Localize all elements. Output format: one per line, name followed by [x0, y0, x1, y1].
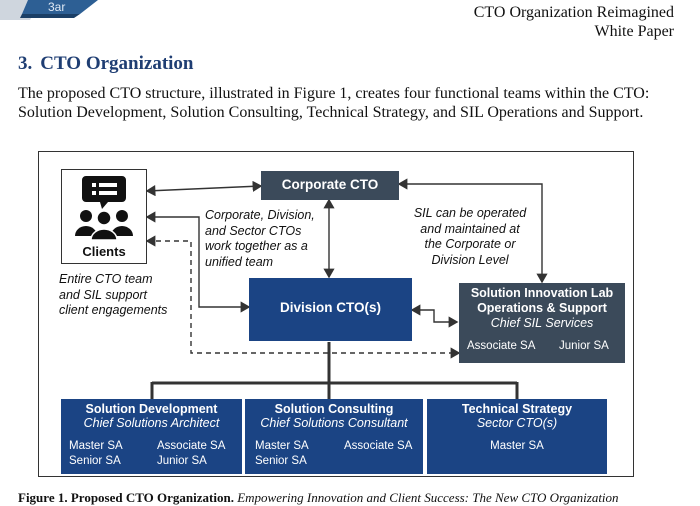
sil-role-junior-sa: Junior SA	[559, 340, 609, 352]
intro-paragraph: The proposed CTO structure, illustrated …	[18, 85, 650, 121]
org-chart-figure: Clients Corporate CTO Corporate, Divisio…	[38, 151, 634, 477]
section-title-text: CTO Organization	[40, 53, 194, 74]
team-title: Solution Development	[85, 402, 218, 416]
figure-caption: Figure 1. Proposed CTO Organization. Emp…	[18, 490, 700, 506]
document-header: CTO Organization Reimagined White Paper	[474, 3, 674, 41]
sil-operation-note: SIL can be operated and maintained at th…	[413, 206, 527, 267]
svg-text:3ar: 3ar	[48, 0, 65, 14]
unified-team-note: Corporate, Division, and Sector CTOs wor…	[205, 208, 315, 269]
section-heading: 3. CTO Organization	[18, 53, 194, 75]
team-role: Senior SA	[255, 455, 307, 467]
team-subtitle: Chief Solutions Consultant	[260, 416, 408, 430]
team-role: Associate SA	[157, 440, 226, 452]
team-role: Master SA	[69, 440, 123, 452]
division-cto-label: Division CTO(s)	[279, 300, 381, 315]
team-subtitle: Chief Solutions Architect	[83, 416, 220, 430]
clients-label: Clients	[82, 244, 126, 259]
caption-text: Empowering Innovation and Client Success…	[237, 490, 619, 505]
team-role: Junior SA	[157, 455, 207, 467]
team-title: Solution Consulting	[274, 402, 394, 416]
connector-lines	[145, 178, 548, 399]
corporate-cto-label: Corporate CTO	[281, 177, 379, 192]
team-solution-consulting-box: Solution Consulting Chief Solutions Cons…	[245, 399, 423, 474]
caption-label: Figure 1. Proposed CTO Organization.	[18, 490, 234, 505]
team-technical-strategy-box: Technical Strategy Sector CTO(s) Master …	[427, 399, 607, 474]
header-line-2: White Paper	[594, 23, 674, 40]
clients-group-icon	[75, 176, 133, 241]
division-cto-box: Division CTO(s)	[249, 278, 412, 341]
team-subtitle: Sector CTO(s)	[476, 416, 558, 430]
team-solution-development-box: Solution Development Chief Solutions Arc…	[61, 399, 242, 474]
sil-operations-box: Solution Innovation Lab Operations & Sup…	[459, 283, 625, 363]
team-role: Senior SA	[69, 455, 121, 467]
team-title: Technical Strategy	[461, 402, 573, 416]
corporate-cto-box: Corporate CTO	[261, 171, 399, 200]
team-role: Associate SA	[344, 440, 413, 452]
client-engagement-note: Entire CTO team and SIL support client e…	[59, 272, 168, 317]
team-role: Master SA	[490, 440, 544, 452]
sil-title-line-2: Operations & Support	[477, 301, 607, 315]
team-role: Master SA	[255, 440, 309, 452]
sil-title-line-1: Solution Innovation Lab	[470, 286, 614, 300]
sil-subtitle: Chief SIL Services	[490, 316, 594, 330]
clients-box: Clients	[61, 169, 147, 264]
section-number: 3.	[18, 53, 33, 74]
header-line-1: CTO Organization Reimagined	[473, 4, 674, 21]
company-logo: 3ar	[0, 0, 120, 20]
sil-role-associate-sa: Associate SA	[467, 340, 536, 352]
